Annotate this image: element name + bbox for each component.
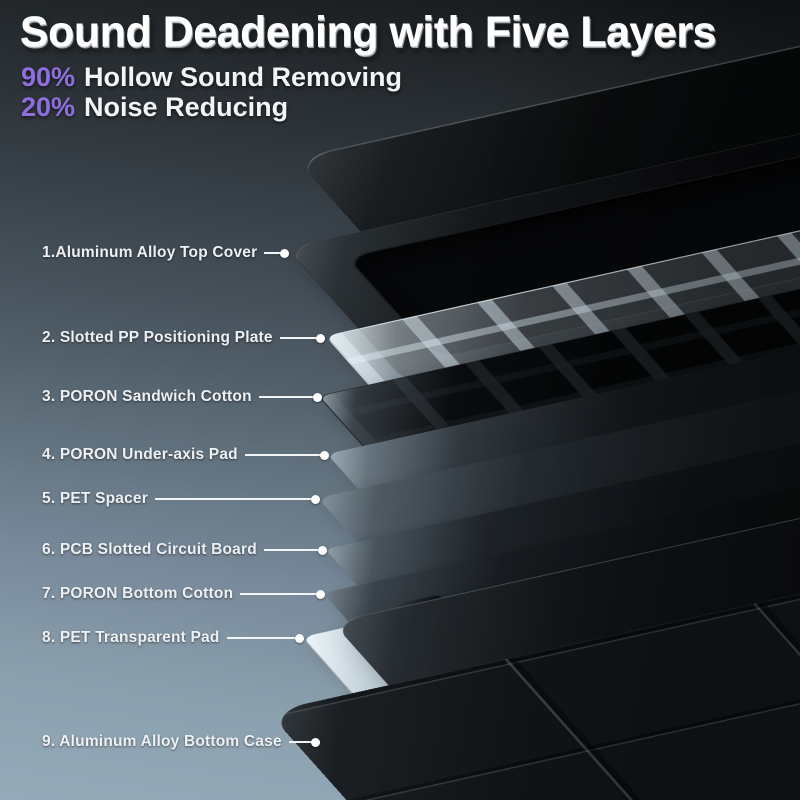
callout-label: 5. PET Spacer <box>42 490 148 507</box>
callout-poron-sandwich-cotton: 3. PORON Sandwich Cotton <box>42 387 322 407</box>
stats-block: 90% Hollow Sound Removing 20% Noise Reduci… <box>21 62 402 122</box>
stat-value: 90% <box>21 62 76 92</box>
callout-line <box>288 741 311 743</box>
callout-dot <box>280 248 289 258</box>
callout-label: 9. Aluminum Alloy Bottom Case <box>42 733 282 750</box>
callout-dot <box>311 737 320 747</box>
callout-label: 1.Aluminum Alloy Top Cover <box>42 244 258 261</box>
stat-label: Noise Reducing <box>84 92 289 122</box>
callout-dot <box>316 333 325 343</box>
stat-hollow-sound-removing: 90% Hollow Sound Removing <box>21 62 402 92</box>
callout-label: 6. PCB Slotted Circuit Board <box>42 541 257 558</box>
callout-line <box>258 396 313 398</box>
callout-line <box>226 637 295 639</box>
callout-dot <box>316 589 325 599</box>
callout-pet-transparent-pad: 8. PET Transparent Pad <box>42 628 304 648</box>
callout-line <box>154 498 311 500</box>
callout-poron-bottom-cotton: 7. PORON Bottom Cotton <box>42 584 325 604</box>
callout-line <box>264 252 280 254</box>
callout-dot <box>311 494 320 504</box>
callout-label: 2. Slotted PP Positioning Plate <box>42 329 273 346</box>
callout-pcb-circuit-board: 6. PCB Slotted Circuit Board <box>42 540 327 560</box>
callout-aluminum-top-cover: 1.Aluminum Alloy Top Cover <box>42 243 289 263</box>
callout-pp-positioning-plate: 2. Slotted PP Positioning Plate <box>42 328 325 348</box>
callout-line <box>240 593 316 595</box>
callout-aluminum-bottom-case: 9. Aluminum Alloy Bottom Case <box>42 732 320 752</box>
callout-dot <box>320 450 329 460</box>
callout-line <box>279 337 316 339</box>
callout-pet-spacer: 5. PET Spacer <box>42 489 320 509</box>
callout-label: 8. PET Transparent Pad <box>42 629 220 646</box>
callout-label: 7. PORON Bottom Cotton <box>42 585 234 602</box>
callout-label: 4. PORON Under-axis Pad <box>42 446 238 463</box>
callout-line <box>244 454 320 456</box>
stat-value: 20% <box>21 92 76 122</box>
callout-dot <box>318 545 327 555</box>
callout-dot <box>295 633 304 643</box>
stat-noise-reducing: 20% Noise Reducing <box>21 92 402 122</box>
callout-label: 3. PORON Sandwich Cotton <box>42 388 252 405</box>
stat-label: Hollow Sound Removing <box>84 62 403 92</box>
page-title: Sound Deadening with Five Layers <box>20 8 717 56</box>
callout-line <box>263 549 318 551</box>
callout-poron-under-axis-pad: 4. PORON Under-axis Pad <box>42 445 329 465</box>
callout-dot <box>313 392 322 402</box>
